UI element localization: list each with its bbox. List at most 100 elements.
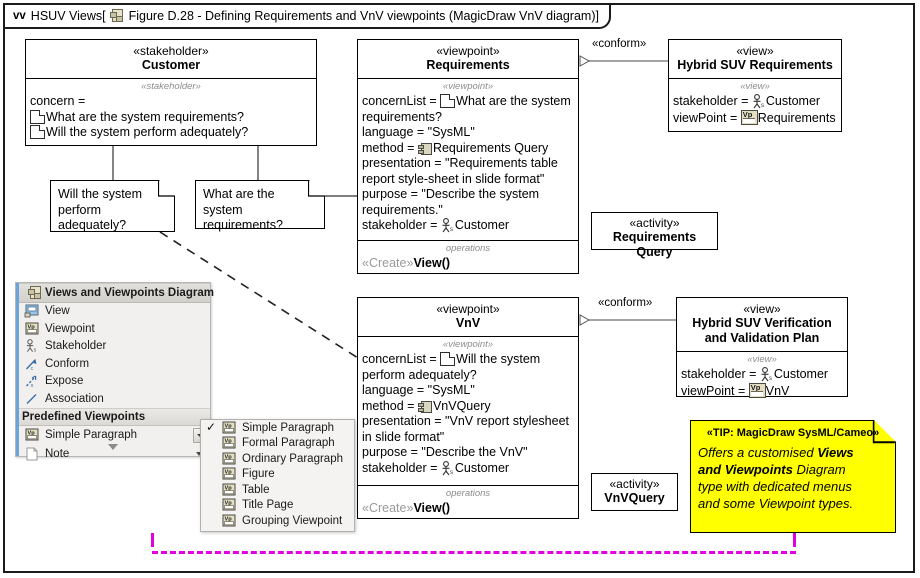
submenu-item-ordinary-paragraph[interactable]: Vp Ordinary Paragraph [201,451,354,467]
submenu-item-formal-paragraph[interactable]: Vp Formal Paragraph [201,436,354,452]
svg-text:s: s [450,470,453,476]
comment-system-requirements[interactable]: What are the system requirements? [195,180,325,232]
tip-line2-a: and Viewpoints [698,462,793,477]
svg-text:Vp: Vp [28,324,36,330]
requirements-viewpoint-method: method = Requirements Query [362,141,574,157]
chevron-down-icon[interactable] [196,451,202,456]
palette-item-label: View [45,305,70,318]
tip-line3: type with dedicated menus [698,479,852,494]
palette-item-note[interactable]: Note [16,445,210,464]
operation-stereotype: «Create» [362,256,414,270]
node-hybrid-suv-vnv-view[interactable]: «view» Hybrid SUV Verification and Valid… [676,297,848,398]
palette-section-label: Predefined Viewpoints [22,410,146,423]
viewpoint-icon: Vp [748,382,766,398]
vnv-viewpoint-operations-label: operations [445,488,491,499]
svg-text:Vp: Vp [225,516,233,522]
node-vnv-viewpoint[interactable]: «viewpoint» VnV «viewpoint» concernList … [357,297,579,519]
requirements-viewpoint-name: Requirements [426,58,510,72]
submenu-item-table[interactable]: Vp Table [201,482,354,498]
node-requirements-query-activity[interactable]: «activity» Requirements Query [591,212,718,259]
operation-name: View() [413,256,451,270]
concernlist-key: concernList = [362,352,441,366]
palette-item-view[interactable]: View [16,303,210,321]
concernlist-value: What are the system requirements? [362,94,571,124]
svg-text:Vp: Vp [225,501,233,507]
palette-section-predefined-viewpoints: Predefined Viewpoints [16,407,210,426]
node-vnvquery-activity[interactable]: «activity» VnVQuery [591,473,678,511]
palette-item-expose[interactable]: x Expose [16,373,210,391]
palette-accent-bar [16,283,19,456]
hybrid-suv-vnv-compartment-label: «view» [747,354,777,365]
viewpoint-icon: Vp [221,452,237,466]
palette-item-association[interactable]: Association [16,390,210,408]
palette-item-label: Note [45,448,70,460]
comment-fold-icon [308,180,324,197]
hybrid-suv-requirements-compartment-label: «view» [740,81,770,92]
diagram-title-bracket-close: ] [595,9,599,23]
node-customer[interactable]: «stakeholder» Customer «stakeholder» con… [25,39,317,146]
svg-text:Vp: Vp [225,423,233,429]
viewpoint-icon: Vp [221,498,237,512]
palette-item-label: Views and Viewpoints Diagram [45,286,214,299]
viewpoint-icon: Vp [221,467,237,481]
palette-item-label: Simple Paragraph [45,429,138,441]
svg-text:s: s [34,348,37,354]
svg-text:s: s [769,376,772,382]
requirements-viewpoint-stereotype: «viewpoint» [436,44,500,58]
viewpoint-icon: Vp [740,109,758,125]
submenu-item-figure[interactable]: Vp Figure [201,467,354,483]
comment-perform-adequately[interactable]: Will the system perform adequately? [50,180,175,232]
tip-line2-b: Diagram [792,462,846,477]
operation-stereotype: «Create» [362,501,414,515]
vnv-viewpoint-operation: «Create»View() [362,501,574,516]
conform-arrow-icon: c [24,357,40,372]
requirements-viewpoint-concernlist: concernList = What are the system requir… [362,94,574,125]
tip-note-shape [690,420,896,533]
stakeholder-value: Customer [454,218,510,232]
requirements-query-stereotype: «activity» [629,216,680,230]
views-and-viewpoints-palette[interactable]: Views and Viewpoints Diagram View Vp Vie… [15,282,214,461]
submenu-item-grouping-viewpoint[interactable]: Vp Grouping Viewpoint [201,513,354,529]
hybrid-suv-vnv-stereotype: «view» [743,302,781,316]
palette-item-views-and-viewpoints-diagram[interactable]: Views and Viewpoints Diagram [16,283,214,303]
concernlist-key: concernList = [362,94,441,108]
palette-item-simple-paragraph[interactable]: Vp Simple Paragraph [16,426,210,445]
palette-item-viewpoint[interactable]: Vp Viewpoint [16,320,210,338]
node-hybrid-suv-requirements-view[interactable]: «view» Hybrid SUV Requirements «view» st… [668,39,842,132]
check-icon: ✓ [206,420,217,434]
diagram-kind-label: vv [13,10,26,22]
predefined-viewpoints-submenu[interactable]: ✓ Vp Simple Paragraph Vp Formal Paragrap… [200,419,355,532]
activity-icon [417,142,433,155]
customer-concern-key: concern = [30,94,86,108]
palette-item-label: Association [45,392,104,405]
stakeholder-icon: s [760,367,774,382]
tip-header: «TIP: MagicDraw SysML/Cameo» [706,427,880,439]
requirements-viewpoint-operations: operations «Create»View() [358,241,578,275]
palette-item-label: Expose [45,375,84,388]
vnv-viewpoint-compartment-label: «viewpoint» [442,339,494,350]
customer-stereotype: «stakeholder» [133,44,209,58]
note-icon [24,447,40,461]
note-icon [440,94,456,108]
customer-properties-compartment: «stakeholder» concern = What are the sys… [26,79,316,145]
palette-item-conform[interactable]: c Conform [16,355,210,373]
palette-scroll-down-icon[interactable] [108,444,118,450]
palette-item-stakeholder[interactable]: s Stakeholder [16,338,210,356]
node-requirements-viewpoint[interactable]: «viewpoint» Requirements «viewpoint» con… [357,39,579,274]
requirements-viewpoint-operation: «Create»View() [362,256,574,271]
submenu-item-simple-paragraph[interactable]: ✓ Vp Simple Paragraph [201,420,354,436]
stakeholder-icon: s [441,218,455,233]
requirements-query-name: Requirements Query [612,230,697,259]
requirements-viewpoint-header: «viewpoint» Requirements [358,40,578,79]
customer-compartment-label: «stakeholder» [141,81,201,92]
tip-body: Offers a customised Views and Viewpoints… [698,444,888,512]
vnvquery-name: VnVQuery [604,491,665,505]
tip-line1-b: Views [817,445,854,460]
submenu-item-title-page[interactable]: Vp Title Page [201,498,354,514]
tip-note[interactable]: «TIP: MagicDraw SysML/Cameo» Offers a cu… [690,420,896,533]
diagram-name-label: HSUV Views [30,9,103,23]
vnv-viewpoint-presentation: presentation = "VnV report stylesheet in… [362,414,569,444]
